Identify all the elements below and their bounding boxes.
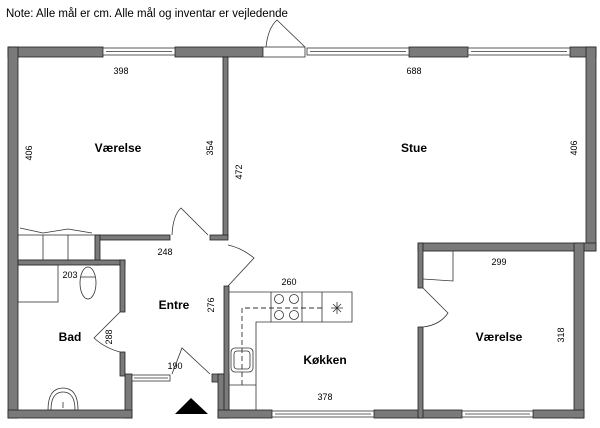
dimension-label: 398 (113, 66, 128, 76)
dimension-label: 248 (157, 247, 172, 257)
room-label-vaerelse1: Værelse (95, 141, 142, 155)
dimension-label: 276 (206, 297, 216, 312)
dimension-label: 688 (406, 66, 421, 76)
toilet-icon (79, 266, 97, 300)
walls (7, 46, 597, 419)
dimension-label: 378 (317, 392, 332, 402)
dimension-label: 318 (556, 327, 566, 342)
dimension-label: 406 (569, 140, 579, 155)
doors (93, 19, 449, 375)
room-label-vaerelse2: Værelse (476, 330, 523, 344)
room-labels: Værelse Stue Entre Bad Køkken Værelse (59, 141, 523, 367)
room-label-entre: Entre (159, 298, 190, 312)
entrance-triangle-icon (175, 398, 208, 414)
dimension-label: 299 (491, 257, 506, 267)
dimension-label: 203 (62, 270, 77, 280)
room-label-kokken: Køkken (303, 353, 346, 367)
vaerelse2-closet (422, 250, 454, 282)
kitchen-fixtures (229, 291, 353, 411)
note-text: Note: Alle mål er cm. Alle mål og invent… (6, 8, 288, 20)
stove-icon (274, 294, 299, 320)
dimension-label: 472 (234, 164, 244, 179)
dimension-label: 288 (104, 329, 114, 344)
dimension-label: 406 (24, 145, 34, 160)
fan-icon (331, 302, 343, 314)
room-label-stue: Stue (401, 141, 427, 155)
windows (102, 47, 571, 418)
washbasin-icon (47, 387, 79, 411)
sink-icon (230, 347, 254, 373)
bathroom-fixtures (17, 264, 97, 411)
dimension-label: 260 (281, 277, 296, 287)
dimensions: 398 406 354 688 406 472 248 276 190 203 … (24, 66, 579, 402)
room-label-bad: Bad (59, 330, 82, 344)
dimension-label: 190 (167, 361, 182, 371)
dimension-label: 354 (205, 140, 215, 155)
closet (17, 227, 96, 261)
